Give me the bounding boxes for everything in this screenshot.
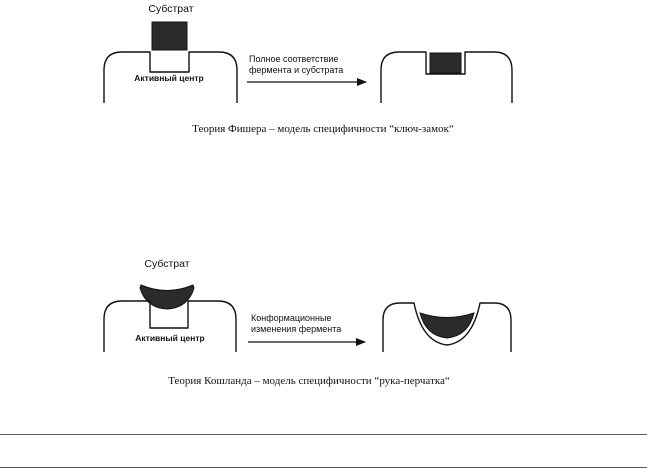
fischer-enzyme-free	[103, 51, 238, 103]
fischer-model: Субстрат Активный центр Полное соответст…	[103, 3, 513, 135]
fischer-active-center-label: Активный центр	[134, 73, 203, 83]
koshland-active-center-label: Активный центр	[135, 333, 204, 343]
fischer-substrate-label: Субстрат	[148, 3, 193, 15]
koshland-enzyme-free	[103, 300, 237, 352]
fischer-arrow-label-line2: фермента и субстрата	[249, 65, 343, 75]
koshland-substrate-shape	[139, 284, 195, 310]
koshland-arrow-label-line2: изменения фермента	[251, 324, 341, 334]
koshland-arrow-label-line1: Конформационные	[251, 313, 331, 323]
koshland-substrate-label: Субстрат	[144, 258, 189, 270]
fischer-bound-substrate	[429, 52, 462, 74]
fischer-caption: Теория Фишера – модель специфичности “кл…	[192, 123, 454, 135]
koshland-enzyme-substrate-complex	[382, 302, 512, 352]
fischer-substrate-block	[151, 21, 188, 51]
fischer-arrow-label-line1: Полное соответствие	[249, 54, 338, 64]
koshland-model: Субстрат Активный центр Конформационные …	[103, 258, 512, 387]
koshland-caption: Теория Кошланда – модель специфичности “…	[168, 375, 450, 387]
fischer-enzyme-substrate-complex	[380, 51, 513, 103]
koshland-bound-substrate	[419, 312, 475, 339]
